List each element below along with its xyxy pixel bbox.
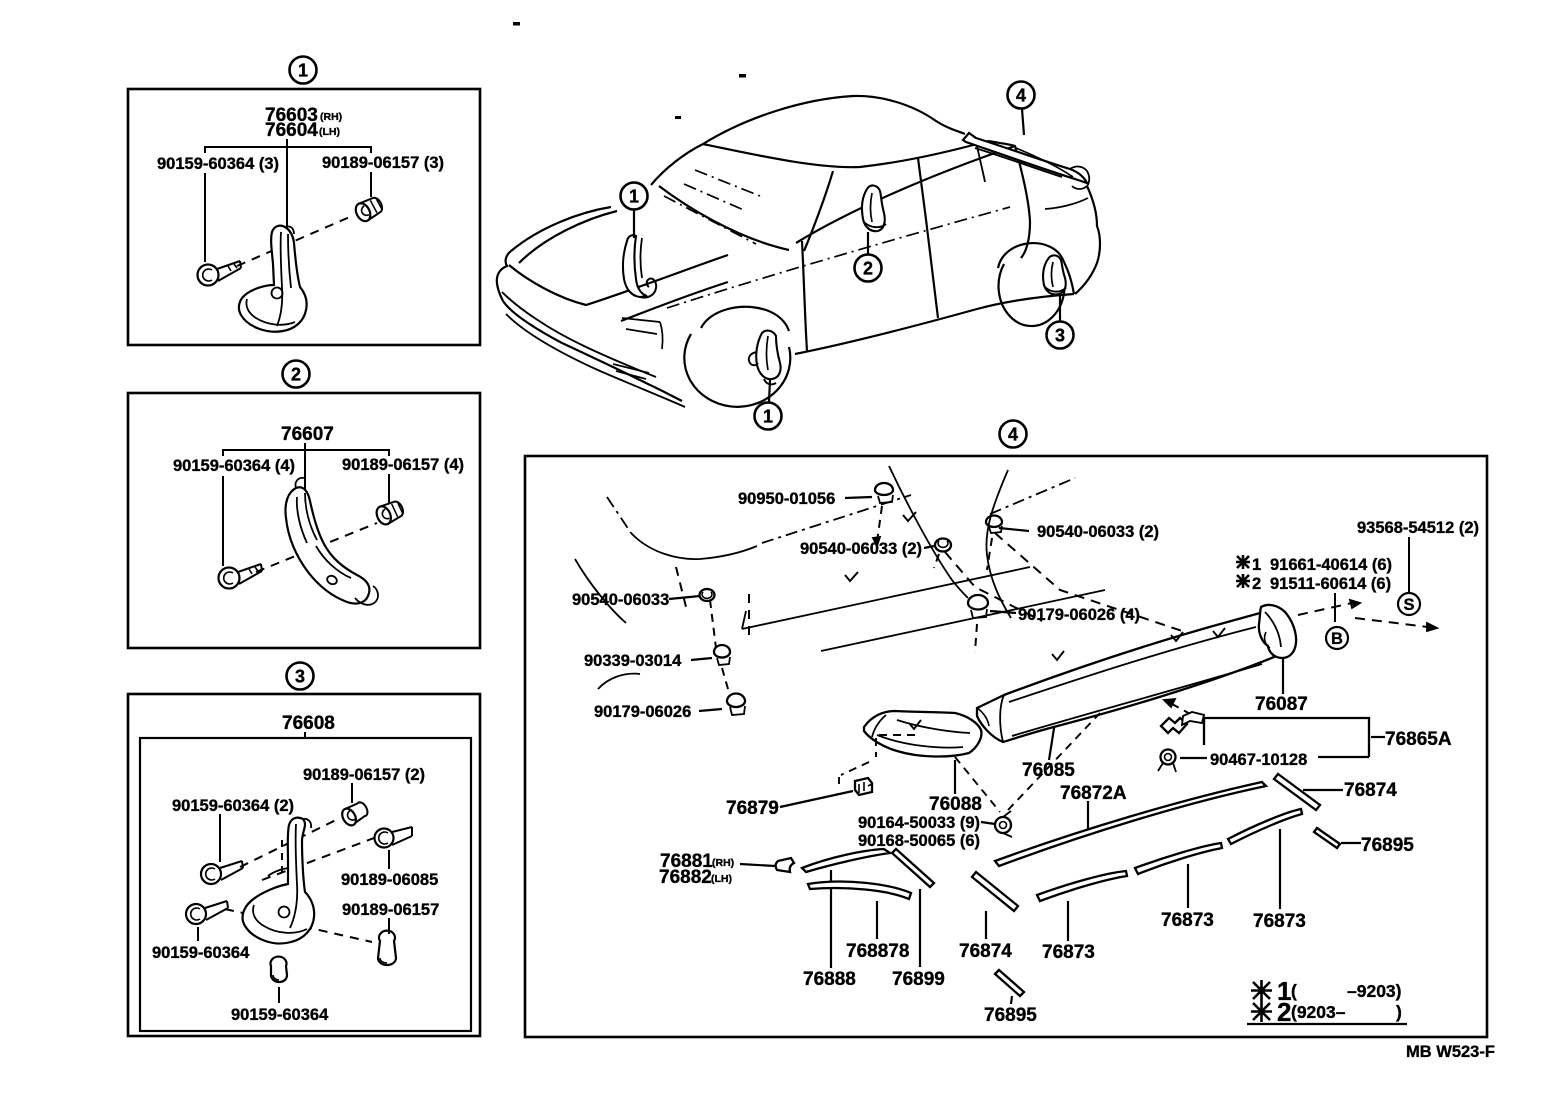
svg-text:90189-06157 (3): 90189-06157 (3) [322, 154, 444, 172]
svg-text:76888: 76888 [803, 969, 856, 990]
svg-text:76881: 76881 [660, 851, 713, 872]
svg-text:): ) [1396, 1002, 1402, 1022]
svg-text:76895: 76895 [984, 1005, 1037, 1026]
svg-text:90179-06026: 90179-06026 [594, 703, 691, 721]
svg-text:90168-50065 (6): 90168-50065 (6) [858, 832, 980, 850]
svg-text:90189-06157 (2): 90189-06157 (2) [303, 766, 425, 784]
svg-text:2: 2 [291, 365, 301, 385]
svg-text:(LH): (LH) [319, 126, 340, 138]
svg-text:768878: 768878 [846, 941, 909, 962]
svg-text:1: 1 [629, 187, 639, 207]
svg-text:76603: 76603 [265, 105, 318, 126]
svg-text:3: 3 [295, 667, 305, 687]
svg-text:90540-06033: 90540-06033 [572, 591, 669, 609]
svg-text:(RH): (RH) [712, 857, 734, 869]
svg-text:76873: 76873 [1253, 911, 1306, 932]
svg-text:76879: 76879 [726, 798, 779, 819]
svg-text:1: 1 [763, 407, 773, 427]
svg-text:90339-03014: 90339-03014 [584, 652, 682, 670]
svg-text:90189-06157 (4): 90189-06157 (4) [342, 456, 464, 474]
svg-text:76873: 76873 [1161, 910, 1214, 931]
svg-text:1: 1 [1252, 556, 1261, 574]
svg-text:76895: 76895 [1361, 835, 1414, 856]
svg-text:90159-60364 (2): 90159-60364 (2) [172, 797, 294, 815]
svg-text:76899: 76899 [892, 969, 945, 990]
svg-text:76873: 76873 [1042, 942, 1095, 963]
svg-text:90159-60364: 90159-60364 [152, 944, 250, 962]
svg-text:2: 2 [863, 259, 873, 279]
svg-text:76882: 76882 [659, 867, 712, 888]
svg-text:90164-50033 (9): 90164-50033 (9) [858, 814, 980, 832]
svg-text:90189-06157: 90189-06157 [342, 901, 439, 919]
svg-text:(RH): (RH) [320, 111, 342, 123]
svg-text:90950-01056: 90950-01056 [738, 490, 835, 508]
svg-text:91661-40614 (6): 91661-40614 (6) [1270, 556, 1392, 574]
svg-text:76874: 76874 [1344, 780, 1397, 801]
svg-text:76088: 76088 [929, 794, 982, 815]
svg-text:90179-06026 (4): 90179-06026 (4) [1018, 606, 1140, 624]
svg-text:90467-10128: 90467-10128 [1210, 751, 1307, 769]
svg-text:76085: 76085 [1022, 760, 1075, 781]
svg-text:76087: 76087 [1255, 694, 1308, 715]
svg-text:90159-60364 (3): 90159-60364 (3) [157, 155, 279, 173]
svg-text:1: 1 [298, 61, 308, 81]
svg-text:76604: 76604 [265, 120, 318, 141]
svg-text:76608: 76608 [282, 713, 335, 734]
svg-text:–9203): –9203) [1347, 981, 1402, 1001]
svg-text:76874: 76874 [959, 941, 1012, 962]
svg-text:4: 4 [1016, 86, 1026, 106]
svg-text:76607: 76607 [281, 424, 334, 445]
svg-text:93568-54512 (2): 93568-54512 (2) [1357, 519, 1479, 537]
svg-text:2: 2 [1277, 997, 1291, 1027]
svg-text:76865A: 76865A [1385, 729, 1452, 750]
svg-text:90540-06033 (2): 90540-06033 (2) [1037, 523, 1159, 541]
svg-text:76872A: 76872A [1060, 783, 1127, 804]
svg-text:(: ( [1291, 981, 1297, 1001]
svg-text:(LH): (LH) [711, 873, 732, 885]
svg-text:91511-60614 (6): 91511-60614 (6) [1270, 575, 1391, 593]
svg-text:S: S [1403, 596, 1414, 614]
svg-text:1: 1 [1277, 976, 1291, 1006]
svg-text:(9203–: (9203– [1291, 1002, 1346, 1022]
svg-text:4: 4 [1008, 425, 1018, 445]
svg-text:3: 3 [1055, 326, 1065, 346]
svg-text:MB W523-F: MB W523-F [1406, 1043, 1495, 1061]
svg-text:90159-60364 (4): 90159-60364 (4) [173, 457, 295, 475]
svg-text:2: 2 [1252, 575, 1261, 593]
svg-text:90540-06033 (2): 90540-06033 (2) [800, 540, 922, 558]
svg-text:B: B [1331, 630, 1343, 648]
svg-text:90159-60364: 90159-60364 [231, 1006, 329, 1024]
svg-text:90189-06085: 90189-06085 [341, 871, 438, 889]
